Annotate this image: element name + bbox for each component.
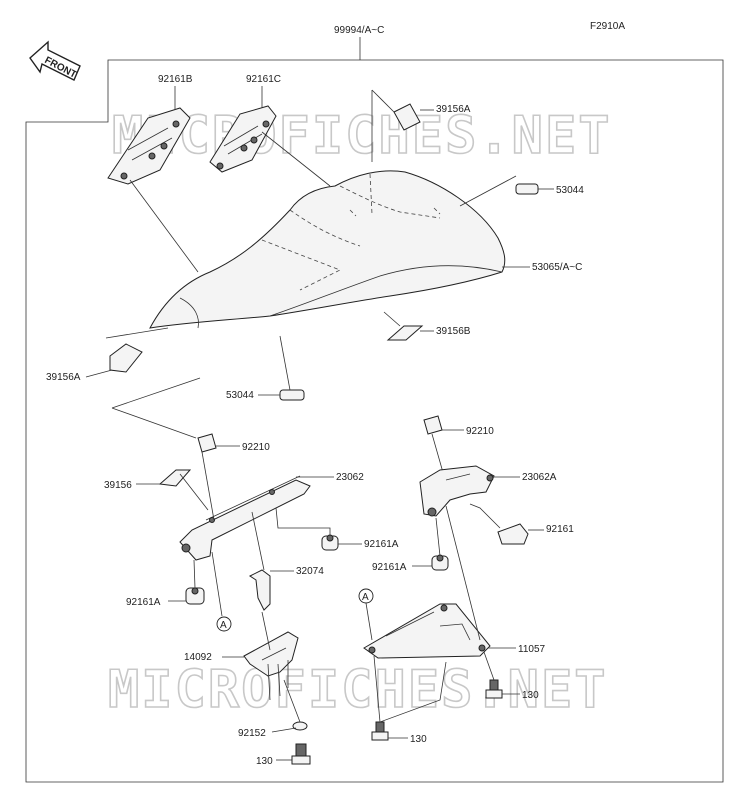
leader-92161a-right-2 — [435, 517, 441, 557]
callout-a-left-letter: A — [220, 620, 227, 631]
figure-code: F2910A — [590, 21, 625, 32]
label-92210-left: 92210 — [242, 442, 270, 453]
watermark-top: MICROFICHES.NET — [112, 106, 612, 166]
leader-92161c-cowl — [261, 131, 331, 187]
leader-130-right-2 — [483, 651, 495, 681]
label-92152: 92152 — [238, 728, 266, 739]
leader-92161a-left-2 — [193, 559, 196, 589]
clip-92210-right — [423, 415, 443, 435]
label-39156a-top: 39156A — [436, 104, 471, 115]
grommet-92161a-left — [185, 587, 205, 605]
label-92161: 92161 — [546, 524, 574, 535]
label-39156b: 39156B — [436, 326, 471, 337]
bracket-92161b — [107, 107, 191, 185]
seat-cowl — [149, 170, 506, 329]
callout-a-left — [216, 616, 232, 632]
clip-53044-bottom — [279, 389, 305, 401]
label-92161a-right: 92161A — [372, 562, 407, 573]
label-130-right: 130 — [522, 690, 539, 701]
leader-callout-a-right — [365, 602, 373, 641]
label-92161b: 92161B — [158, 74, 193, 85]
washer-92152 — [292, 721, 308, 731]
leader-92210-right-2 — [431, 433, 445, 477]
leader-39156a-left-2 — [105, 327, 169, 339]
grommet-92161a-mid — [321, 534, 339, 551]
leader-cowl-92210-2 — [111, 377, 201, 409]
leader-92210-bracket — [201, 451, 215, 521]
bracket-23062a — [419, 465, 495, 517]
leader-92161a-mid-2 — [275, 507, 331, 536]
clip-92210-left — [197, 433, 217, 453]
pad-39156 — [158, 469, 192, 487]
label-39156a-left: 39156A — [46, 372, 81, 383]
label-32074: 32074 — [296, 566, 324, 577]
label-53065: 53065/A~C — [532, 262, 582, 273]
label-92161a-mid: 92161A — [364, 539, 399, 550]
bracket-92161c — [209, 105, 277, 173]
bolt-130-mid — [371, 721, 389, 741]
label-92161c: 92161C — [246, 74, 281, 85]
label-99994: 99994/A~C — [334, 25, 384, 36]
pad-39156a-top — [393, 103, 421, 131]
watermark-bottom: MICROFICHES.NET — [108, 660, 608, 720]
callout-a-right-letter: A — [362, 592, 369, 603]
leader-39156b-2 — [383, 311, 401, 327]
leader-39156a-top-2 — [371, 89, 395, 113]
grommet-92161a-right — [431, 554, 449, 571]
pad-92161-right — [497, 523, 529, 545]
bolt-130-bottom — [291, 743, 311, 765]
label-23062a: 23062A — [522, 472, 557, 483]
spring-32074 — [249, 569, 271, 611]
label-23062: 23062 — [336, 472, 364, 483]
label-130-mid: 130 — [410, 734, 427, 745]
label-53044-right: 53044 — [556, 185, 584, 196]
clip-53044-right — [515, 183, 539, 195]
leader-130-mid-3 — [379, 661, 447, 723]
leader-callout-a-left — [211, 551, 223, 617]
leader-53044-bottom-2 — [279, 335, 291, 391]
leader-39156a-left — [85, 369, 113, 378]
leader-92152-2 — [283, 679, 301, 723]
leader-92152 — [271, 727, 297, 733]
leader-53044-right-2 — [459, 175, 517, 207]
leader-130-mid-2 — [373, 655, 381, 723]
label-39156: 39156 — [104, 480, 132, 491]
label-130-bottom: 130 — [256, 756, 273, 767]
bracket-23062 — [179, 475, 311, 561]
leader-cowl-92210 — [111, 407, 197, 439]
leader-92161b-cowl — [129, 179, 199, 273]
lock-14092 — [243, 631, 299, 701]
label-14092: 14092 — [184, 652, 212, 663]
leader-32074-2 — [251, 511, 265, 571]
pad-39156b — [386, 325, 424, 341]
label-11057: 11057 — [518, 644, 546, 655]
label-92210-right: 92210 — [466, 426, 494, 437]
front-arrow-icon: FRONT — [29, 40, 81, 81]
leader-92161-2 — [469, 503, 501, 529]
label-53044-bottom: 53044 — [226, 390, 254, 401]
plate-11057 — [363, 603, 491, 659]
assembly-frame — [25, 59, 724, 783]
leader-11057-2 — [445, 505, 481, 641]
pad-39156a-left — [109, 343, 143, 373]
label-92161a-left: 92161A — [126, 597, 161, 608]
leader-39156-2 — [179, 473, 209, 511]
leader-14092-2 — [261, 611, 271, 651]
